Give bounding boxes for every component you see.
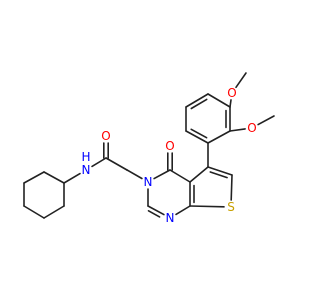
double-bond-C5-C6-inner <box>209 171 228 179</box>
double-bond-Ar4-Ar5-inner <box>190 98 208 110</box>
double-bond-N1-C2-inner <box>147 210 161 218</box>
bond-N3-C4 <box>153 169 171 180</box>
bond-O_methoxy_top-Me_top <box>235 72 247 89</box>
bond-O_methoxy_right-Me_right <box>257 115 275 126</box>
double-bond-Ar4-Ar5 <box>185 93 209 108</box>
atom-label-h-amide: H <box>81 150 90 164</box>
double-bond-Ar6-Ar1 <box>185 130 209 144</box>
bond-S-C7a <box>189 205 225 208</box>
bond-Ar3-O_methoxy_top <box>229 99 232 108</box>
bond-cy1-cy2 <box>43 171 65 184</box>
atom-label-n-amide: N <box>82 163 91 177</box>
bond-C4a-C5 <box>189 166 209 183</box>
atom-label-o-methoxy-top: O <box>227 86 236 100</box>
double-bond-C5-C6 <box>207 166 233 176</box>
bond-Ar3-Ar4 <box>207 93 231 108</box>
bond-cy4-cy5 <box>23 205 45 219</box>
atom-label-s: S <box>227 200 235 214</box>
bond-N_amide-C_amide <box>91 157 107 168</box>
atom-label-o-carbonyl: O <box>165 139 174 153</box>
bond-cy5-cy6 <box>43 205 65 219</box>
bond-C4-C4a <box>169 169 191 183</box>
atom-label-n3: N <box>144 175 153 189</box>
bond-C7a-N1 <box>175 205 191 216</box>
bond-Ar1-Ar2 <box>207 130 231 144</box>
atom-label-o-amide: O <box>101 129 110 143</box>
bond-cy1-N_amide <box>63 172 81 184</box>
atom-label-n1: N <box>166 211 175 225</box>
atom-label-o-methoxy-right: O <box>247 121 256 135</box>
bond-C6-S <box>230 174 233 201</box>
bond-C_amide-CH2 <box>105 157 128 171</box>
bond-layer <box>23 72 275 219</box>
bond-CH2-N3 <box>126 169 143 180</box>
double-bond-Ar6-Ar1-inner <box>190 128 208 139</box>
bond-cy2-cy3 <box>23 171 45 184</box>
bond-Ar2-O_methoxy_right <box>229 128 246 132</box>
double-bond-N1-C2 <box>147 205 165 216</box>
